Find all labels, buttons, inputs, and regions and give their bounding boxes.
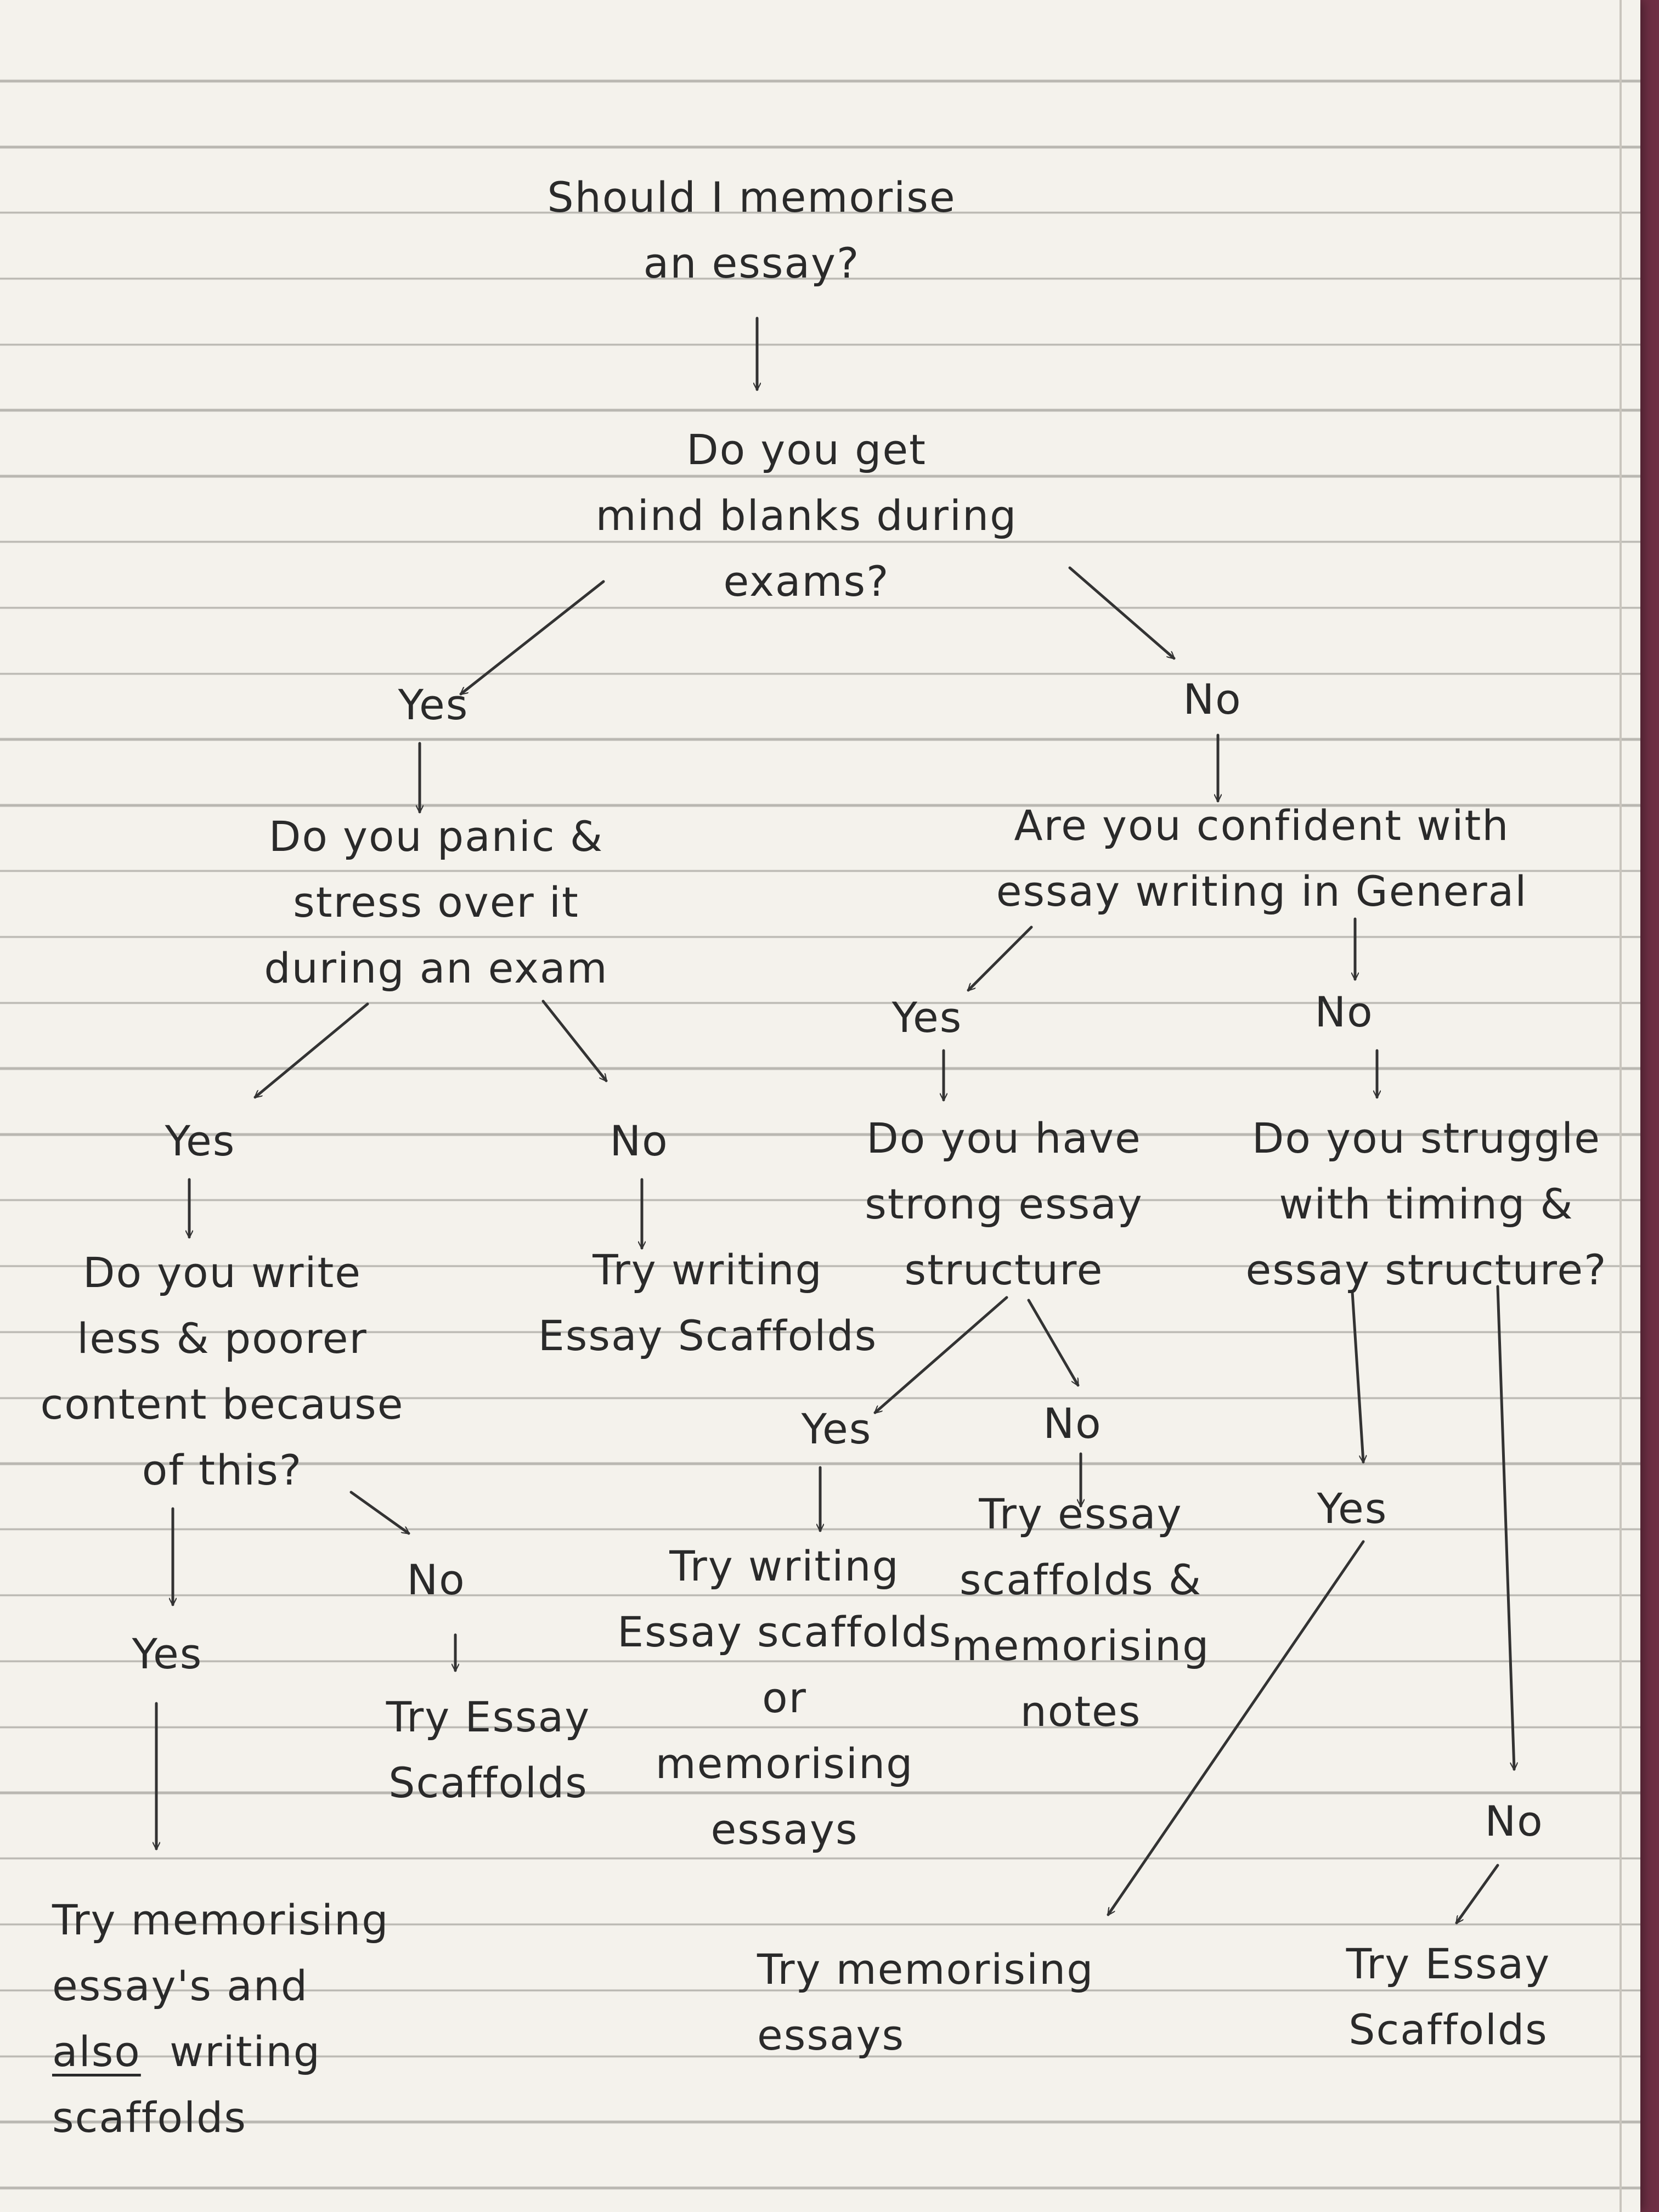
answer-no-mind-blanks: No (1183, 675, 1242, 724)
arrow-timing-to-yes (1351, 1290, 1363, 1464)
arrow-mind-blanks-to-no (1068, 566, 1174, 660)
question-panic-stress: Do you panic & stress over it during an … (264, 812, 608, 992)
arrow-write-less-to-no (349, 1491, 409, 1535)
arrow-panic-to-yes (255, 1002, 369, 1099)
result-scaffolds-and-notes: Try essay scaffolds & memorising notes (951, 1489, 1210, 1736)
answer-no-confident: No (1314, 988, 1374, 1036)
arrow-structure-to-no (1027, 1299, 1080, 1385)
arrow-timing-no-to-result (1455, 1864, 1499, 1923)
question-write-less: Do you write less & poorer content becau… (40, 1248, 404, 1494)
result-try-memorising-essays: Try memorising essays (757, 1945, 1094, 2059)
question-mind-blanks: Do you get mind blanks during exams? (595, 425, 1018, 606)
arrow-panic-to-no (541, 1000, 608, 1081)
paper-edge (1620, 0, 1622, 2212)
answer-no-panic: No (610, 1116, 669, 1165)
arrow-timing-yes-to-result (1107, 1540, 1365, 1915)
result-try-essay-scaffolds: Try Essay Scaffolds (386, 1692, 591, 1807)
question-strong-structure: Do you have strong essay structure (865, 1114, 1143, 1294)
answer-no-write-less: No (407, 1555, 466, 1604)
answer-yes-panic: Yes (165, 1116, 236, 1165)
answer-yes-mind-blanks: Yes (398, 680, 469, 729)
result-try-essay-scaffolds-final: Try Essay Scaffolds (1346, 1939, 1551, 2054)
arrow-confident-to-yes (968, 926, 1033, 990)
result-try-writing-scaffolds: Try writing Essay Scaffolds (538, 1245, 878, 1360)
answer-no-timing: No (1485, 1797, 1544, 1846)
answer-no-structure: No (1043, 1399, 1102, 1448)
arrow-timing-to-no (1496, 1285, 1514, 1771)
question-timing-structure: Do you struggle with timing & essay stru… (1245, 1114, 1607, 1294)
answer-yes-confident: Yes (891, 993, 963, 1042)
answer-yes-timing: Yes (1317, 1484, 1388, 1533)
title-question: Should I memorise an essay? (547, 173, 956, 287)
arrow-structure-to-yes (875, 1296, 1008, 1414)
result-memorising-and-scaffolds: Try memorising essay's and also writing … (52, 1895, 390, 2142)
answer-yes-structure: Yes (801, 1404, 872, 1453)
answer-yes-write-less: Yes (132, 1629, 203, 1678)
arrow-mind-blanks-to-yes (461, 580, 605, 696)
result-scaffolds-or-memorising: Try writing Essay scaffolds or memorisin… (617, 1542, 952, 1854)
question-confident-writing: Are you confident with essay writing in … (996, 801, 1528, 916)
